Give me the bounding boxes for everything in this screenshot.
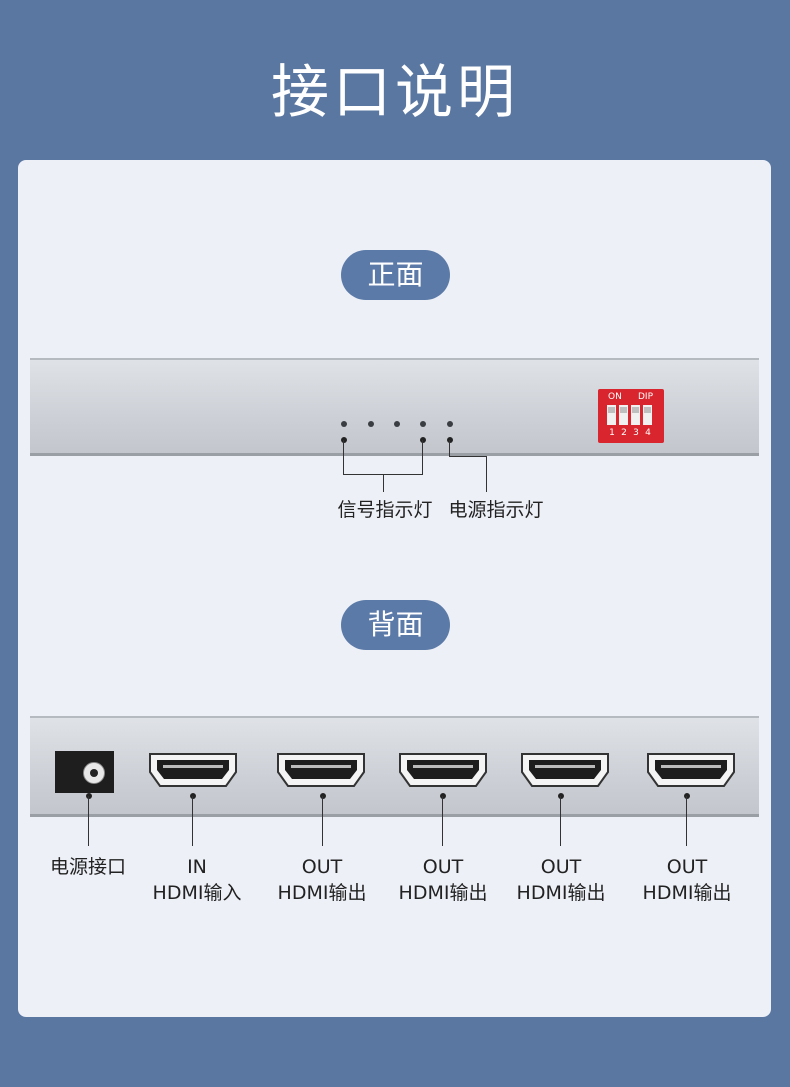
port-callout-dot <box>320 793 326 799</box>
port-label-hdmi-out-2: OUT HDMI输出 <box>387 854 499 906</box>
port-label-line1: OUT <box>422 856 464 878</box>
power-callout-line <box>449 440 450 457</box>
port-label-line1: 电源接口 <box>49 856 126 878</box>
hdmi-out-port-1 <box>276 752 366 788</box>
signal-led-1 <box>341 421 347 427</box>
hdmi-in-port <box>148 752 238 788</box>
signal-led-4 <box>420 421 426 427</box>
signal-callout-line <box>422 440 423 475</box>
port-label-line2: HDMI输出 <box>642 882 732 904</box>
port-callout-dot <box>684 793 690 799</box>
port-label-line1: OUT <box>666 856 708 878</box>
port-callout-dot <box>440 793 446 799</box>
port-callout-line <box>88 796 89 846</box>
signal-led-3 <box>394 421 400 427</box>
dip-number-3: 3 <box>633 428 639 438</box>
port-label-line1: IN <box>187 856 207 878</box>
port-label-line2: HDMI输出 <box>516 882 606 904</box>
power-callout-line <box>486 456 487 492</box>
port-label-line2: HDMI输入 <box>152 882 242 904</box>
port-callout-dot <box>190 793 196 799</box>
port-label-hdmi-out-3: OUT HDMI输出 <box>505 854 617 906</box>
dip-switch-1[interactable] <box>607 405 616 425</box>
power-indicator-label: 电源指示灯 <box>448 499 544 521</box>
power-jack <box>55 751 114 793</box>
back-panel <box>30 716 759 817</box>
port-label-line2: HDMI输出 <box>398 882 488 904</box>
back-section-pill: 背面 <box>341 600 450 650</box>
port-label-hdmi-out-4: OUT HDMI输出 <box>631 854 743 906</box>
port-label-line1: OUT <box>301 856 343 878</box>
page-title: 接口说明 <box>270 58 519 126</box>
port-callout-line <box>560 796 561 846</box>
hdmi-out-port-3 <box>520 752 610 788</box>
dip-number-2: 2 <box>621 428 627 438</box>
port-callout-dot <box>558 793 564 799</box>
power-callout-line <box>449 456 486 457</box>
port-label-power: 电源接口 <box>38 854 138 880</box>
dip-label: DIP <box>638 392 654 402</box>
port-label-line1: OUT <box>540 856 582 878</box>
hdmi-out-port-2 <box>398 752 488 788</box>
dip-switch-3[interactable] <box>631 405 640 425</box>
port-label-line2: HDMI输出 <box>277 882 367 904</box>
dip-number-1: 1 <box>609 428 615 438</box>
dip-switch-2[interactable] <box>619 405 628 425</box>
dip-on-label: ON <box>608 392 622 402</box>
signal-callout-line <box>383 474 384 492</box>
power-callout-dot <box>447 437 453 443</box>
power-jack-ring <box>83 762 105 784</box>
dip-switch-4[interactable] <box>643 405 652 425</box>
signal-callout-dot-right <box>420 437 426 443</box>
front-section-pill: 正面 <box>341 250 450 300</box>
port-label-hdmi-in: IN HDMI输入 <box>142 854 252 906</box>
port-label-hdmi-out-1: OUT HDMI输出 <box>266 854 378 906</box>
port-callout-line <box>686 796 687 846</box>
port-callout-line <box>442 796 443 846</box>
signal-callout-dot-left <box>341 437 347 443</box>
port-callout-line <box>322 796 323 846</box>
signal-callout-line <box>343 440 344 475</box>
signal-led-2 <box>368 421 374 427</box>
content-card <box>18 160 771 1017</box>
signal-indicator-label: 信号指示灯 <box>337 499 433 521</box>
port-callout-line <box>192 796 193 846</box>
power-led <box>447 421 453 427</box>
port-callout-dot <box>86 793 92 799</box>
hdmi-out-port-4 <box>646 752 736 788</box>
dip-switch[interactable]: ON DIP 1 2 3 4 <box>598 389 664 443</box>
dip-number-4: 4 <box>645 428 651 438</box>
